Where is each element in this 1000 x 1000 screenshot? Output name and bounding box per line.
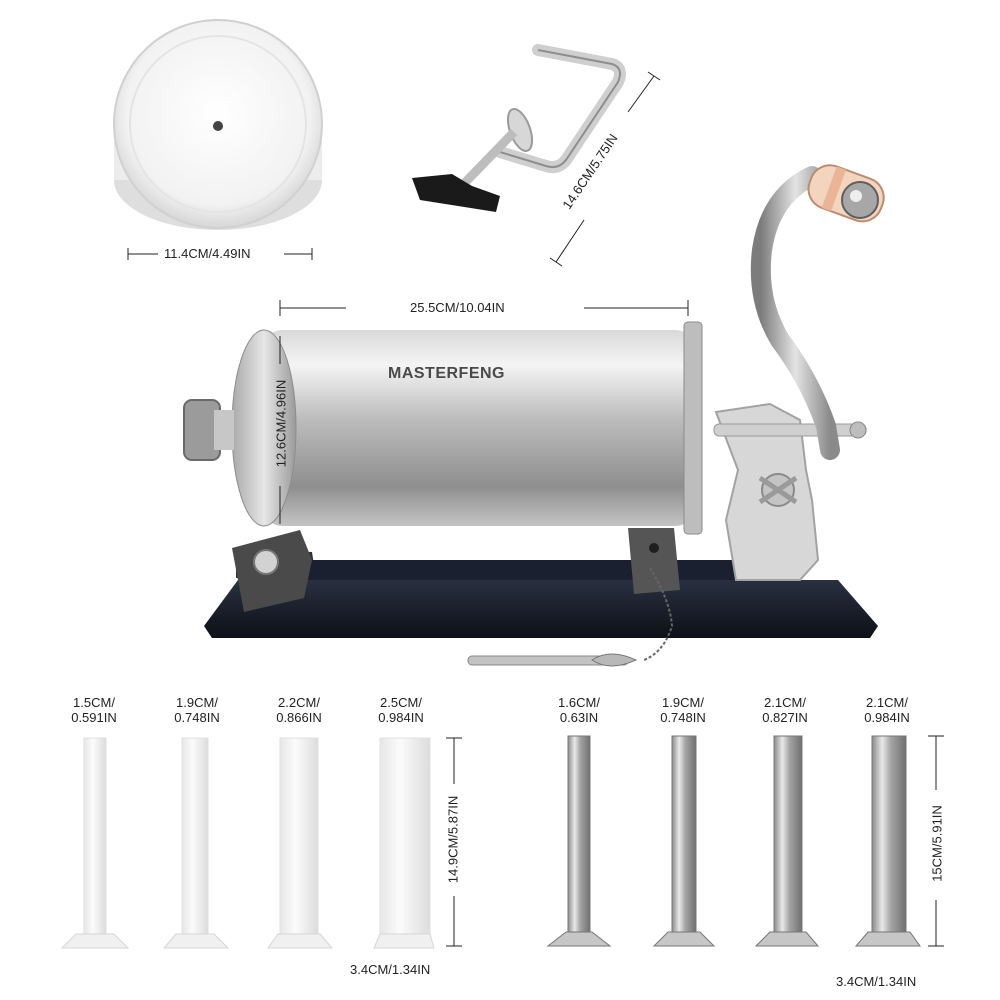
cylinder-diameter-label: 12.6CM/4.96IN — [273, 379, 289, 468]
plastic-length-dimension — [446, 737, 462, 947]
steel-tube-4 — [854, 735, 921, 947]
disc-width-dimension — [127, 248, 313, 260]
c-clamp — [412, 44, 626, 212]
plastic-diameter-2: 1.9CM/0.748IN — [174, 695, 220, 725]
steel-diameter-1: 1.6CM/0.63IN — [558, 695, 600, 725]
steel-length-label: 15CM/5.91IN — [929, 805, 945, 882]
cylinder-length-label: 25.5CM/10.04IN — [410, 300, 505, 315]
steel-tube-2 — [652, 735, 716, 947]
disc-width-label: 11.4CM/4.49IN — [164, 246, 251, 261]
piston-disc — [113, 19, 323, 230]
plastic-tubes — [60, 737, 435, 949]
plastic-tube-3 — [267, 737, 334, 949]
plastic-length-label: 14.9CM/5.87IN — [445, 795, 461, 884]
plastic-diameter-4: 2.5CM/0.984IN — [378, 695, 424, 725]
steel-diameter-2: 1.9CM/0.748IN — [660, 695, 706, 725]
steel-tube-3 — [754, 735, 820, 947]
steel-base-width-label: 3.4CM/1.34IN — [836, 974, 917, 989]
plastic-tube-4 — [373, 737, 435, 949]
clamp-length-dimension — [549, 71, 661, 267]
steel-diameter-3: 2.1CM/0.827IN — [762, 695, 808, 725]
plastic-tube-1 — [60, 737, 130, 949]
plastic-tube-2 — [162, 737, 230, 949]
cylinder-length-dimension — [279, 300, 689, 316]
steel-tube-1 — [546, 735, 612, 947]
steel-length-dimension — [928, 735, 944, 947]
plastic-diameter-3: 2.2CM/0.866IN — [276, 695, 322, 725]
plastic-diameter-1: 1.5CM/0.591IN — [71, 695, 117, 725]
sausage-stuffer — [183, 164, 885, 667]
steel-diameter-4: 2.1CM/0.984IN — [864, 695, 910, 725]
steel-tubes — [546, 735, 921, 947]
brand-logo: MASTERFENG — [388, 365, 505, 382]
plastic-base-width-label: 3.4CM/1.34IN — [350, 962, 431, 977]
